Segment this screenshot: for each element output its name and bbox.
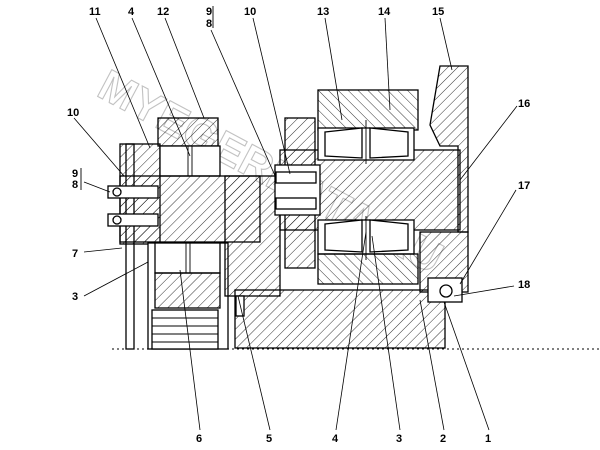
roller-icon: [324, 219, 363, 253]
gear-teeth-block: [151, 309, 219, 350]
roller-icon: [369, 219, 409, 253]
callout-3-bottom: 3: [396, 433, 402, 445]
leader-lines: [73, 17, 518, 431]
callout-9-left: 9: [72, 168, 78, 180]
lock-washer-icon: [112, 187, 122, 197]
lower-bearing: [154, 242, 221, 274]
upper-gear: [157, 117, 219, 147]
callout-2: 2: [440, 433, 446, 445]
callout-12: 12: [157, 6, 169, 18]
callout-4-bottom: 4: [332, 433, 339, 445]
callout-14: 14: [378, 6, 391, 18]
bearing-cup-upper: [317, 89, 419, 131]
callout-1: 1: [485, 433, 491, 445]
roller-icon: [324, 127, 363, 159]
hub-housing: [234, 289, 446, 349]
callout-5: 5: [266, 433, 272, 445]
callout-10-top: 10: [244, 6, 256, 18]
upper-bearing: [159, 145, 221, 177]
callout-8-left: 8: [72, 179, 78, 191]
callout-6: 6: [196, 433, 202, 445]
callout-17: 17: [518, 180, 530, 192]
roller-icon: [369, 127, 409, 159]
callout-16: 16: [518, 98, 530, 110]
callout-13: 13: [317, 6, 329, 18]
wheel-flange: [429, 65, 469, 233]
callout-15: 15: [432, 6, 444, 18]
callout-4-top: 4: [128, 6, 135, 18]
callout-18: 18: [518, 279, 530, 291]
right-bolt-upper: [275, 171, 317, 184]
callout-3-left: 3: [72, 291, 78, 303]
callout-11: 11: [89, 6, 101, 18]
callout-9-top: 9: [206, 6, 212, 18]
callout-10-left: 10: [67, 107, 79, 119]
seal-spring-icon: [439, 284, 453, 298]
callout-8-top: 8: [206, 18, 212, 30]
right-bolt-lower: [275, 197, 317, 210]
lock-washer-icon: [112, 215, 122, 225]
lower-gear: [154, 272, 221, 309]
callout-7: 7: [72, 248, 78, 260]
carrier-hub: [224, 175, 281, 297]
bearing-cup-lower: [317, 253, 419, 285]
